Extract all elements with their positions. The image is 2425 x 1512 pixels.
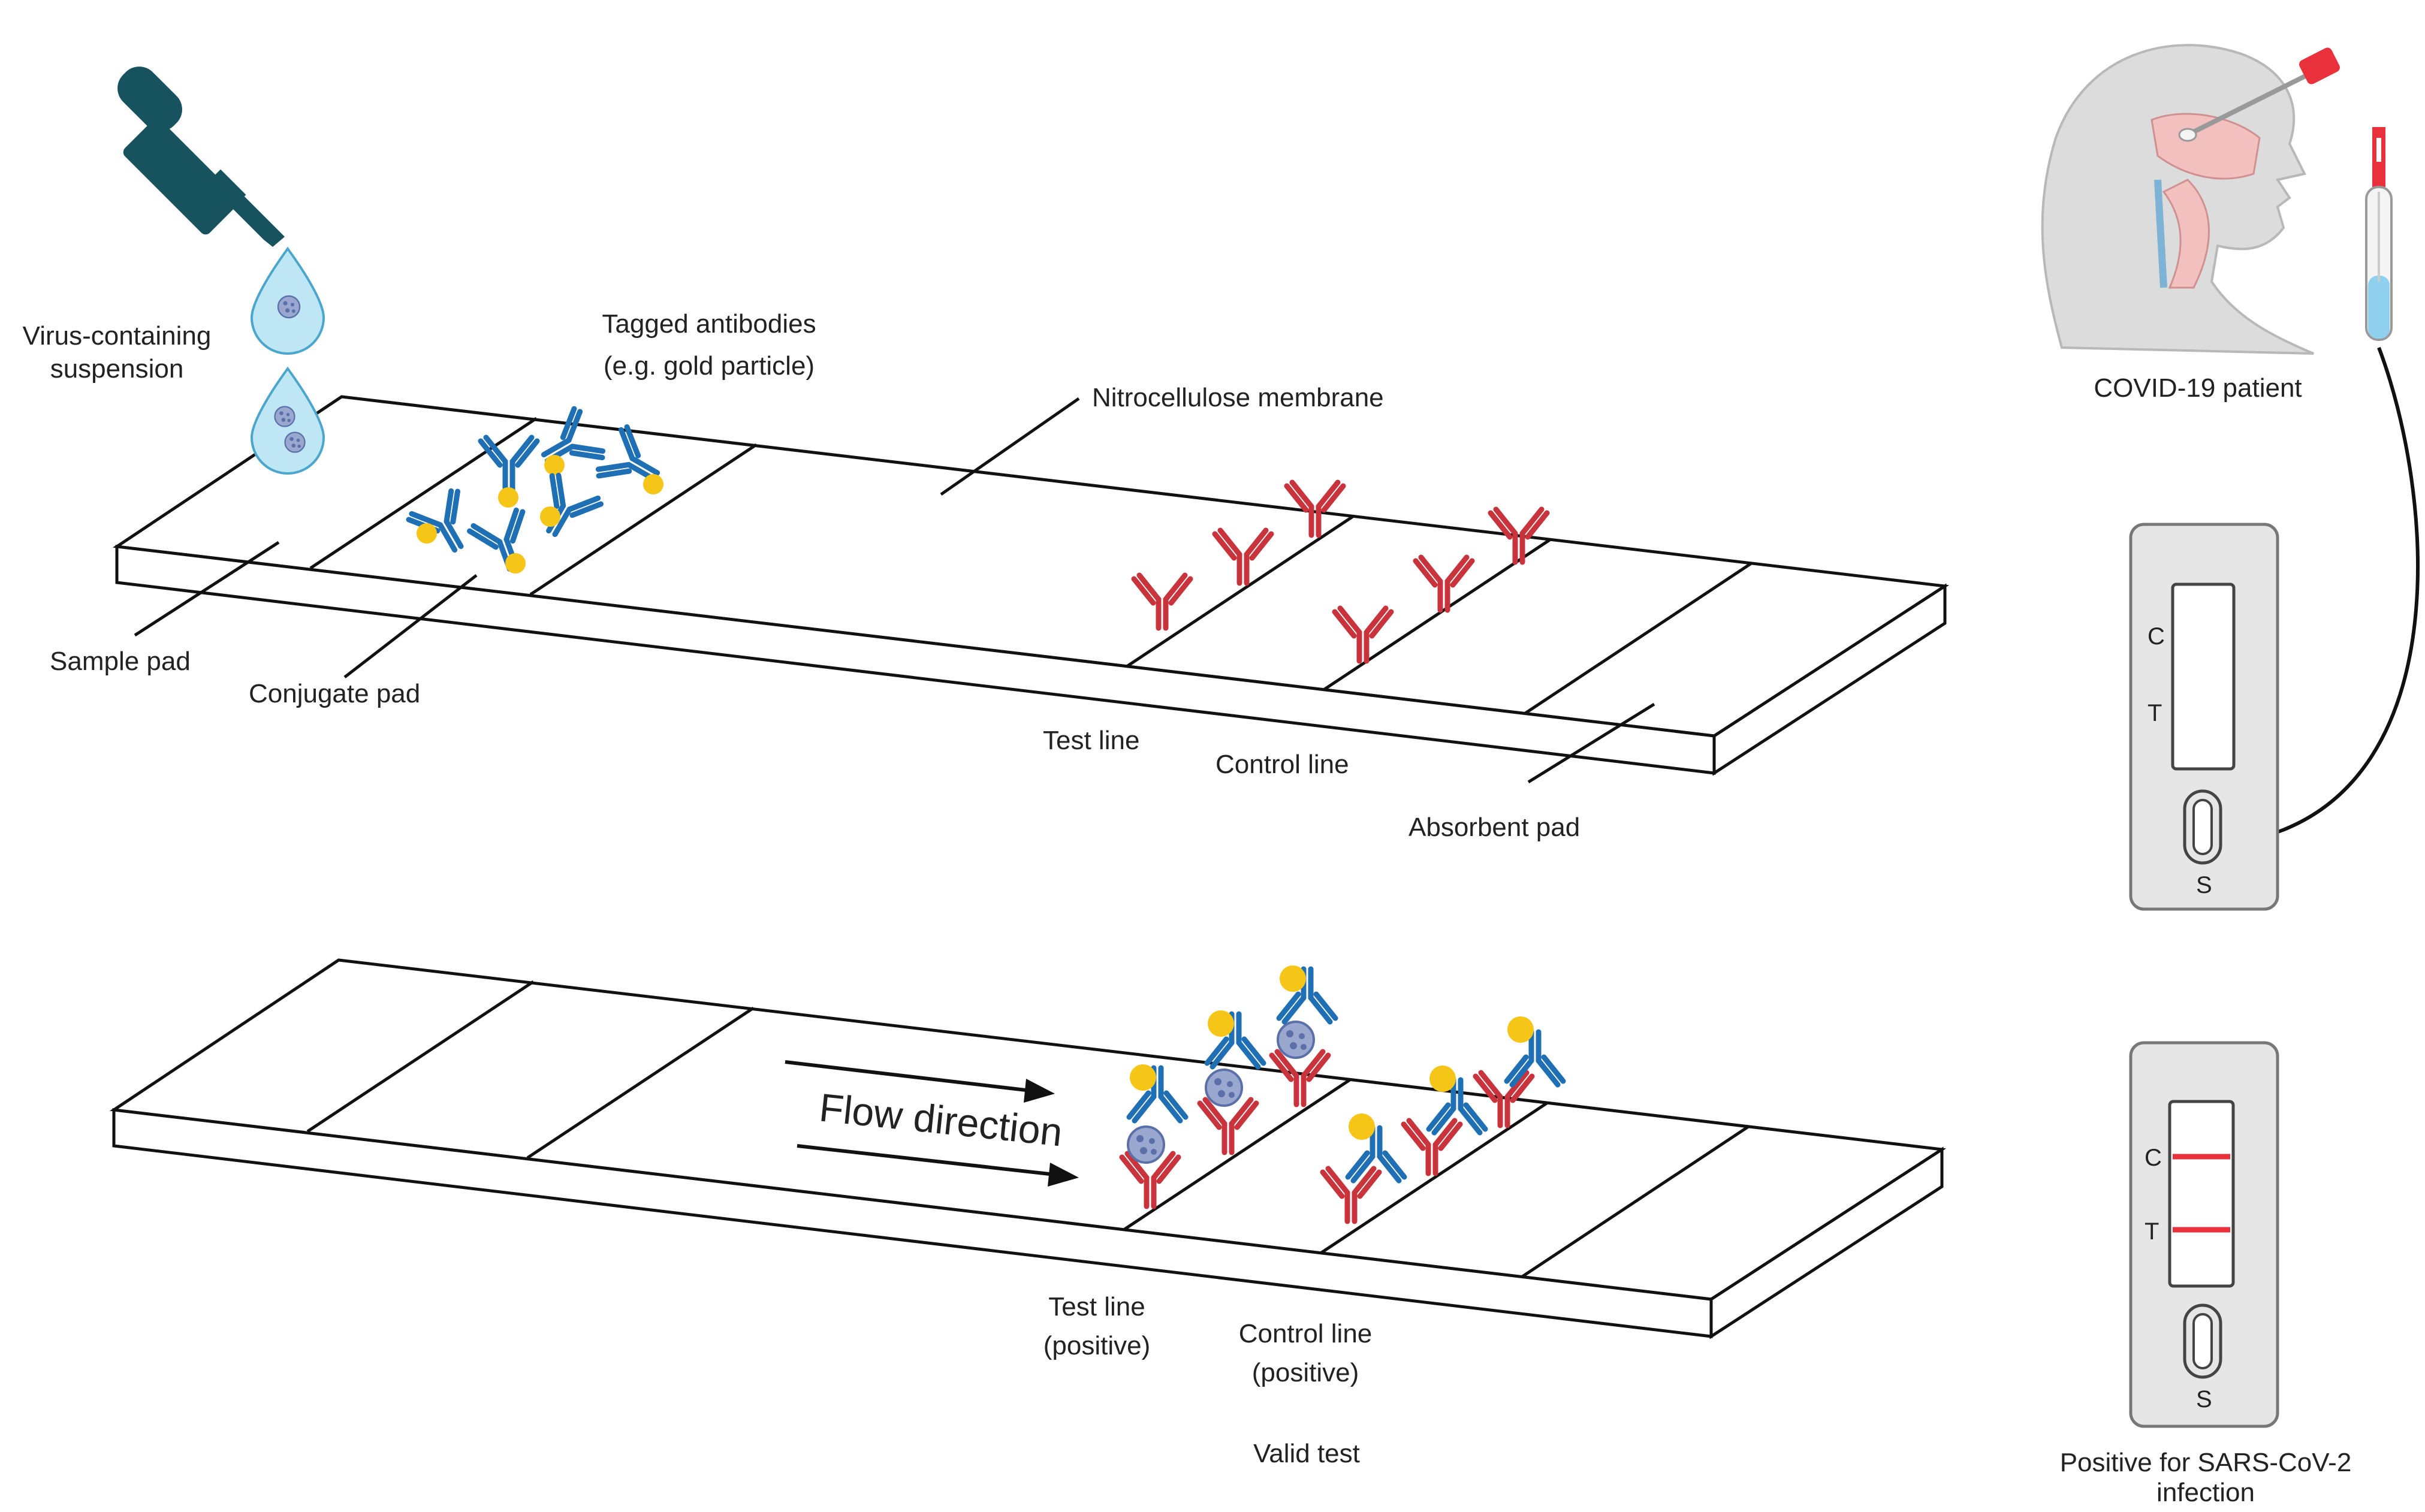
absorbent-pad-label: Absorbent pad — [1408, 813, 1580, 842]
cassette2-t-label: T — [2145, 1218, 2159, 1245]
flow-arrows — [785, 1060, 1079, 1187]
cassette1-c-label: C — [2147, 623, 2165, 650]
sample-tube-icon — [2365, 127, 2393, 341]
test-line-positive-label: Test line — [1048, 1292, 1145, 1321]
virus-suspension-label-2: suspension — [50, 354, 184, 384]
tagged-antibodies-label-2: (e.g. gold particle) — [604, 351, 815, 381]
captured-complexes — [1122, 965, 1563, 1221]
test-cassette-positive-icon — [2129, 1041, 2279, 1428]
tagged-antibodies-label: Tagged antibodies — [602, 309, 816, 339]
positive-result-label-2: infection — [2156, 1478, 2255, 1507]
drop-icon — [250, 246, 325, 475]
top-test-strip — [112, 395, 1950, 776]
conjugate-pad-label: Conjugate pad — [249, 679, 420, 708]
control-line-positive-label-2: (positive) — [1252, 1358, 1359, 1387]
control-line-label: Control line — [1215, 750, 1349, 779]
bottom-test-strip — [109, 958, 1947, 1339]
cassette2-c-label: C — [2145, 1145, 2162, 1171]
dropper-icon — [117, 67, 285, 247]
valid-test-label: Valid test — [1253, 1439, 1360, 1468]
leader-lines-top — [134, 397, 1655, 784]
test-cassette-icon — [2129, 523, 2279, 911]
patient-head-icon — [2041, 44, 2314, 355]
test-line-positive-label-2: (positive) — [1043, 1331, 1151, 1360]
control-line-positive-label: Control line — [1239, 1319, 1373, 1348]
positive-result-label: Positive for SARS-CoV-2 — [2060, 1448, 2352, 1477]
sample-pad-label: Sample pad — [50, 647, 191, 676]
cassette1-s-label: S — [2196, 872, 2212, 898]
nitrocellulose-label: Nitrocellulose membrane — [1092, 383, 1384, 412]
virus-suspension-label: Virus-containing — [23, 321, 212, 351]
conjugate-antibodies — [407, 407, 669, 577]
cassette1-t-label: T — [2147, 700, 2162, 726]
cassette2-s-label: S — [2196, 1386, 2212, 1413]
covid-patient-label: COVID-19 patient — [2094, 373, 2302, 403]
test-line-label: Test line — [1043, 726, 1139, 755]
swab-icon — [2178, 47, 2340, 142]
